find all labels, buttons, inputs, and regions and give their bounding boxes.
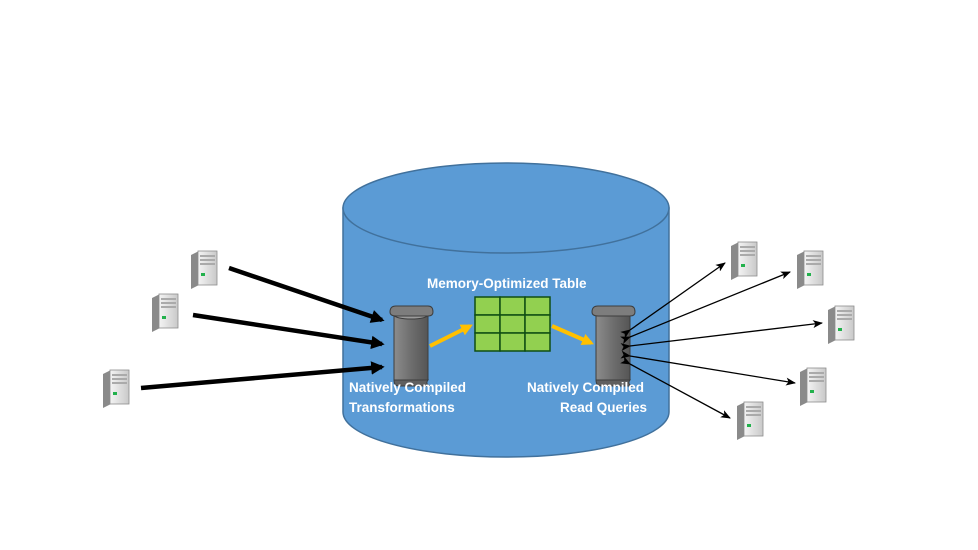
write-client-arrows <box>140 265 385 391</box>
write-arrow-2 <box>192 312 385 350</box>
memory-optimized-table-grid <box>474 296 551 352</box>
read-client-servers <box>731 241 855 440</box>
server-icon <box>800 367 827 406</box>
read-queries-label-line-2: Read Queries <box>560 400 648 415</box>
write-arrow-3 <box>140 361 385 391</box>
server-icon <box>797 250 824 289</box>
data-flow-arrows <box>429 324 594 348</box>
server-icon <box>731 241 758 280</box>
read-queries-label-line-1: Natively Compiled <box>527 380 645 395</box>
server-icon <box>103 369 130 408</box>
read-queries-procedure-scroll-icon <box>591 305 636 387</box>
transformations-label-line-2: Transformations <box>349 400 455 415</box>
server-icon <box>737 401 764 440</box>
read-client-arrows <box>620 262 823 419</box>
transformations-label-line-1: Natively Compiled <box>349 380 467 395</box>
write-client-servers <box>103 250 218 408</box>
write-arrow-1 <box>228 265 385 323</box>
read-flow-arrow <box>551 324 594 345</box>
memory-optimized-table-label: Memory-Optimized Table <box>427 276 587 291</box>
write-flow-arrow <box>429 324 473 348</box>
read-arrow-5 <box>620 356 731 419</box>
transformations-procedure-scroll-icon <box>389 305 434 387</box>
server-icon <box>828 305 855 344</box>
server-icon <box>191 250 218 289</box>
read-arrow-3 <box>620 320 823 352</box>
server-icon <box>152 293 179 332</box>
